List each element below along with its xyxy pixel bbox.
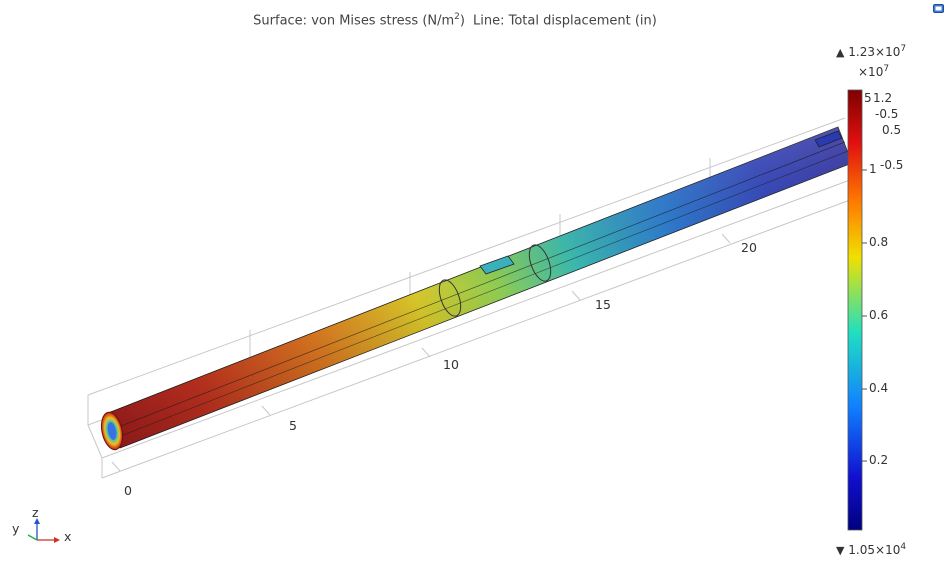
- colorbar-max: ▲ 1.23×107: [836, 44, 906, 59]
- x-tick-20: 20: [741, 240, 757, 255]
- x-tick-0: 0: [124, 483, 132, 498]
- colorbar-scale-exp: 7: [883, 64, 890, 74]
- colorbar-tick-1: 1: [869, 162, 877, 176]
- colorbar-scale-label: ×10: [858, 65, 884, 79]
- window-toggle-icon[interactable]: [933, 4, 944, 13]
- overlap-label-neg-0-5-a: -0.5: [875, 107, 899, 121]
- down-triangle-icon: ▼: [836, 544, 845, 557]
- colorbar-scale: ×107: [858, 64, 889, 79]
- colorbar-tick-0-8: 0.8: [869, 235, 889, 249]
- triad-y-label: y: [12, 521, 20, 536]
- colorbar-tick-0-6: 0.6: [869, 308, 889, 322]
- colorbar-max-exp: 7: [900, 44, 907, 54]
- title-surface-close: ): [459, 13, 465, 29]
- overlap-label-0-5: 0.5: [882, 123, 902, 137]
- axis-triad: z y x: [10, 505, 80, 550]
- title-line: Line: Total displacement (in): [472, 13, 657, 29]
- title-surface-exponent: 2: [454, 12, 460, 22]
- triad-arrows-icon: [27, 518, 60, 543]
- colorbar-min: ▼ 1.05×104: [836, 542, 906, 557]
- x-tick-5: 5: [289, 418, 297, 433]
- colorbar: [847, 89, 867, 531]
- overlap-label-5: 5: [864, 91, 872, 105]
- x-tick-10: 10: [443, 357, 459, 372]
- plot-title: Surface: von Mises stress (N/m2) Line: To…: [0, 12, 910, 28]
- title-surface: Surface: von Mises stress (N/m: [253, 13, 455, 29]
- colorbar-tick-0-4: 0.4: [869, 381, 889, 395]
- up-triangle-icon: ▲: [836, 46, 845, 59]
- colorbar-tick-0-2: 0.2: [869, 453, 889, 467]
- overlap-label-neg-0-5-b: -0.5: [880, 158, 904, 172]
- x-tick-15: 15: [595, 297, 611, 312]
- colorbar-max-label: 1.23×10: [848, 45, 901, 59]
- pipe-model: [100, 126, 853, 451]
- colorbar-min-label: 1.05×10: [848, 543, 901, 557]
- colorbar-min-exp: 4: [900, 542, 907, 552]
- triad-z-label: z: [32, 505, 39, 520]
- overlap-label-1-2: 1.2: [873, 91, 893, 105]
- triad-x-label: x: [64, 529, 72, 544]
